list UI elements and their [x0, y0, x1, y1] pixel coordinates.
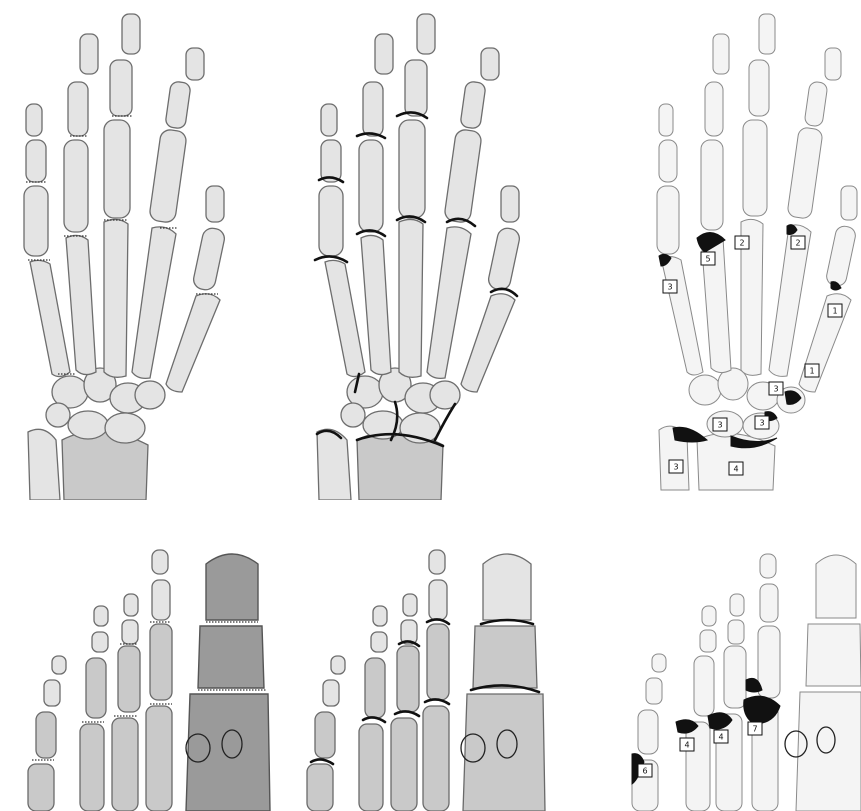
foot-bones [28, 550, 270, 811]
svg-text:5: 5 [705, 255, 710, 264]
hand-diagram-labeled: 1 1 2 2 3 3 3 3 3 4 5 [645, 0, 861, 500]
foot-diagram-plain [0, 540, 290, 811]
svg-text:3: 3 [759, 419, 764, 428]
label-tag: 1 [828, 304, 842, 317]
label-tag: 3 [663, 280, 677, 293]
label-tag: 3 [769, 382, 783, 395]
label-tag: 4 [680, 738, 694, 751]
label-tag: 3 [669, 460, 683, 473]
foot-bones-outlined [307, 550, 545, 811]
label-tag: 2 [791, 236, 805, 249]
svg-text:1: 1 [832, 307, 837, 316]
svg-text:4: 4 [718, 733, 723, 742]
label-tag: 6 [638, 764, 652, 777]
svg-text:1: 1 [809, 367, 814, 376]
foot-bones-labeled [632, 554, 861, 811]
label-tag: 3 [713, 418, 727, 431]
hand-bones-outlined [315, 14, 521, 500]
hand-diagram-plain [0, 0, 290, 500]
hand-diagram-outlined [295, 0, 585, 500]
svg-text:4: 4 [733, 465, 738, 474]
label-tag: 2 [735, 236, 749, 249]
svg-text:7: 7 [752, 725, 757, 734]
svg-text:3: 3 [717, 421, 722, 430]
svg-text:6: 6 [642, 767, 647, 776]
label-tag: 3 [755, 416, 769, 429]
label-tag: 7 [748, 722, 762, 735]
label-tag: 4 [714, 730, 728, 743]
foot-diagram-labeled: 4 4 6 7 [620, 540, 861, 811]
svg-text:3: 3 [667, 283, 672, 292]
svg-text:2: 2 [795, 239, 800, 248]
hand-bones [24, 14, 226, 500]
foot-diagram-outlined [295, 540, 585, 811]
label-tag: 5 [701, 252, 715, 265]
svg-text:3: 3 [773, 385, 778, 394]
svg-text:3: 3 [673, 463, 678, 472]
label-tag: 4 [729, 462, 743, 475]
label-tag: 1 [805, 364, 819, 377]
svg-text:4: 4 [684, 741, 689, 750]
svg-text:2: 2 [739, 239, 744, 248]
